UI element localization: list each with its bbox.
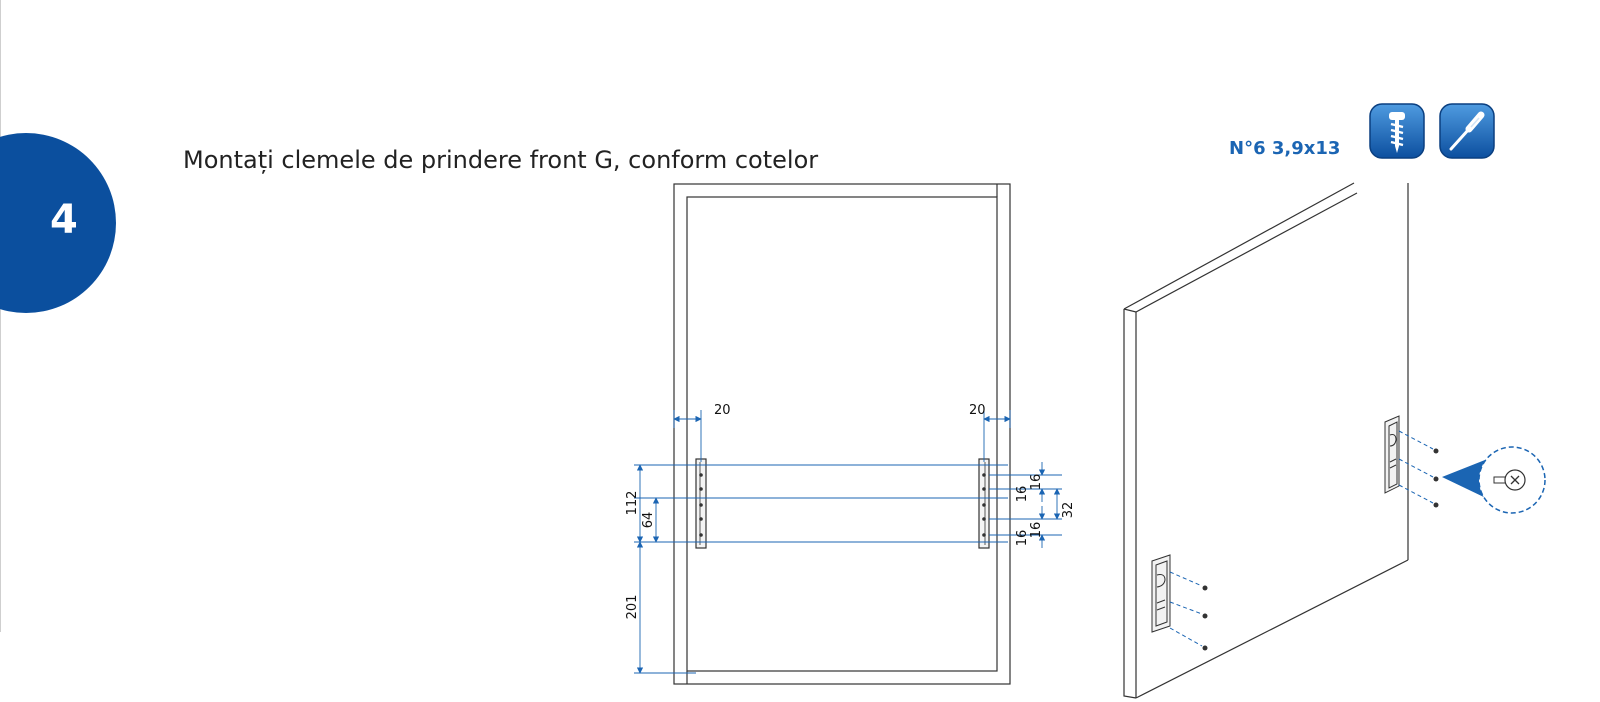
front-clip-left [695,458,707,549]
dim-label-16-a: 16 [1029,474,1044,491]
iso-clip-lower [1151,554,1171,633]
screw-spec-label: N°6 3,9x13 [1229,138,1341,159]
dim-label-16-b: 16 [1015,486,1030,503]
dim-label-16-d: 16 [1015,530,1030,547]
dim-label-right-offset: 20 [969,403,986,418]
dim-label-left-offset: 20 [714,403,731,418]
screw-callout [1442,446,1546,514]
screws [1202,448,1439,651]
isometric-panel [1123,182,1409,699]
front-panel-inner-edge [686,196,998,672]
dim-label-64: 64 [641,512,656,529]
front-clip-right [978,458,990,549]
dim-label-112: 112 [625,491,640,516]
screwdriver-icon [1439,103,1495,159]
dim-label-32: 32 [1061,502,1076,519]
dim-label-16-c: 16 [1029,522,1044,539]
instruction-text: Montați clemele de prindere front G, con… [183,146,819,174]
step-number: 4 [50,197,78,243]
front-panel-outline [673,183,1011,685]
reference-lines [634,410,1062,674]
dim-label-201: 201 [625,595,640,620]
front-view-drawing [673,183,1011,685]
page-left-rule [0,0,1,632]
screw-guides [1169,430,1434,647]
iso-clip-upper [1384,415,1400,494]
screw-icon [1369,103,1425,159]
